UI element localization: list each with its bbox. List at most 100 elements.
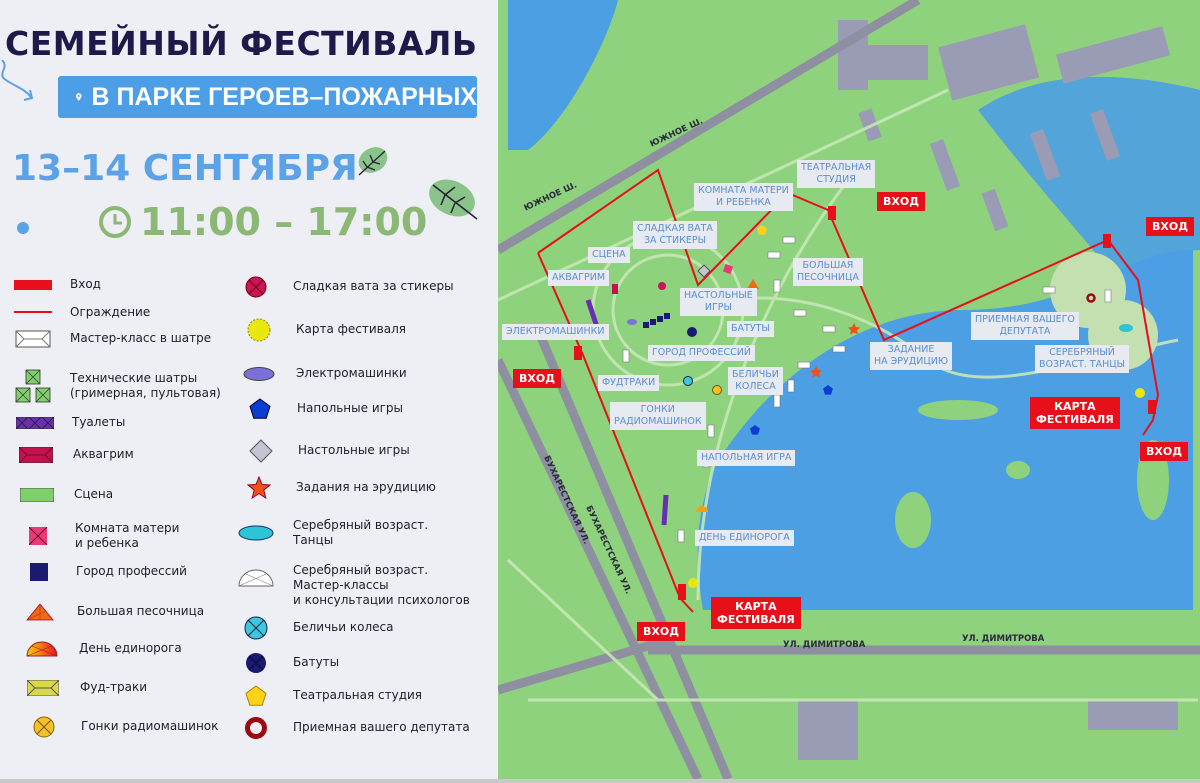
profession-city-icon: [30, 562, 48, 581]
theatre-studio-icon: [245, 684, 267, 706]
legend-label: Приемная вашего депутата: [293, 720, 470, 734]
legend-label: Электромашинки: [296, 366, 407, 380]
location-text: В ПАРКЕ ГЕРОЕВ–ПОЖАРНЫХ: [91, 82, 477, 111]
oak-leaf-icon: [429, 179, 478, 220]
legend-sandbox: Большая песочница: [26, 602, 205, 620]
legend-label: Батуты: [293, 655, 340, 669]
label-cotton-candy: СЛАДКАЯ ВАТА ЗА СТИКЕРЫ: [633, 221, 717, 249]
arrow-decoration-icon: [1, 60, 34, 101]
legend-label: Аквагрим: [73, 447, 134, 461]
unicorn-day-icon: [26, 641, 58, 656]
info-panel: СЕМЕЙНЫЙ ФЕСТИВАЛЬ В ПАРКЕ ГЕРОЕВ–ПОЖАРН…: [0, 0, 498, 779]
label-floor-game: НАПОЛЬНАЯ ИГРА: [697, 450, 796, 466]
legend-label: Вход: [70, 277, 101, 291]
rc-racing-icon: [33, 716, 55, 737]
legend-squirrel-wheels: Беличьи колеса: [244, 616, 394, 639]
park-map: ТЕАТРАЛЬНАЯ СТУДИЯ КОМНАТА МАТЕРИ И РЕБЕ…: [493, 0, 1200, 781]
deputy-ring-icon: [245, 716, 267, 739]
legend-label: Задания на эрудицию: [296, 480, 436, 494]
entrance-label: ВХОД: [513, 369, 562, 388]
label-profession-city: ГОРОД ПРОФЕССИЙ: [648, 345, 755, 361]
legend-label: День единорога: [79, 641, 182, 655]
tent-icon: [15, 330, 51, 347]
oak-leaf-icon: [358, 147, 388, 176]
fence-line-icon: [14, 310, 52, 313]
clock-icon: [99, 206, 131, 238]
legend-label: Серебряный возраст. Мастер-классы и конс…: [293, 563, 470, 607]
festival-dates: 13–14 СЕНТЯБРЯ: [12, 148, 358, 189]
label-food-trucks: ФУДТРАКИ: [598, 375, 660, 391]
legend-floor-games: Напольные игры: [249, 397, 404, 419]
electric-cars-icon: [243, 366, 275, 381]
legend-face-painting: Аквагрим: [19, 446, 134, 463]
toilets-icon: [16, 416, 54, 429]
label-sandbox: БОЛЬШАЯ ПЕСОЧНИЦА: [793, 258, 863, 286]
location-pin-icon: [76, 93, 82, 101]
roads: [493, 0, 1200, 781]
legend-rc-racing: Гонки радиомашинок: [33, 716, 219, 737]
label-theatre-studio: ТЕАТРАЛЬНАЯ СТУДИЯ: [797, 160, 876, 188]
legend-label: Карта фестиваля: [296, 322, 406, 336]
label-silver-age-dances: СЕРЕБРЯНЫЙ ВОЗРАСТ. ТАНЦЫ: [1035, 345, 1129, 373]
location-banner: В ПАРКЕ ГЕРОЕВ–ПОЖАРНЫХ: [58, 76, 477, 118]
legend-tech-tents: Технические шатры (гримерная, пультовая): [15, 369, 221, 403]
legend-festival-map: Карта фестиваля: [247, 318, 406, 341]
sandbox-icon: [26, 602, 54, 620]
label-face-painting: АКВАГРИМ: [548, 270, 610, 286]
street-label-dimitrova: УЛ. ДИМИТРОВА: [783, 640, 866, 650]
legend-label: Гонки радиомашинок: [81, 719, 219, 733]
tech-tents-icon: [15, 369, 51, 403]
workshop-half-circle-icon: [238, 569, 274, 587]
squirrel-wheel-icon: [244, 616, 268, 639]
legend-profession-city: Город профессий: [30, 562, 187, 581]
legend-label: Сцена: [74, 487, 114, 501]
lake: [697, 250, 1193, 610]
cotton-candy-icon: [245, 276, 267, 297]
legend-label: Технические шатры (гримерная, пультовая): [70, 371, 221, 400]
star-icon: [247, 475, 271, 499]
board-games-icon: [249, 438, 273, 463]
entrance-markers: [574, 206, 1156, 600]
label-rc-racing: ГОНКИ РАДИОМАШИНОК: [610, 402, 706, 430]
legend-label: Театральная студия: [293, 688, 423, 702]
food-truck-icon: [27, 679, 59, 696]
face-painting-icon: [19, 446, 53, 463]
legend-label: Серебряный возраст. Танцы: [293, 518, 429, 547]
map-markers: [585, 225, 1145, 588]
legend-label: Большая песочница: [77, 604, 205, 618]
time-text: 11:00 – 17:00: [140, 200, 428, 244]
legend-label: Сладкая вата за стикеры: [293, 279, 454, 293]
street-label-dimitrova: УЛ. ДИМИТРОВА: [962, 634, 1045, 644]
legend-label: Напольные игры: [297, 401, 404, 415]
legend-label: Настольные игры: [298, 443, 410, 457]
buildings: [798, 20, 1178, 760]
festival-map-label: КАРТА ФЕСТИВАЛЯ: [1030, 397, 1120, 429]
label-deputy-office: ПРИЕМНАЯ ВАШЕГО ДЕПУТАТА: [971, 312, 1079, 340]
legend-cotton-candy: Сладкая вата за стикеры: [245, 276, 454, 297]
poster-title: СЕМЕЙНЫЙ ФЕСТИВАЛЬ: [5, 24, 478, 63]
legend-label: Мастер-класс в шатре: [70, 331, 212, 345]
legend-label: Туалеты: [72, 415, 126, 429]
mother-child-room-icon: [29, 527, 47, 545]
legend-label: Город профессий: [76, 564, 187, 578]
legend-label: Ограждение: [70, 305, 151, 319]
legend-tent-workshop: Мастер-класс в шатре: [15, 330, 212, 347]
legend-stage: Сцена: [20, 487, 114, 502]
festival-map-icon: [247, 318, 271, 341]
legend-label: Беличьи колеса: [293, 620, 394, 634]
legend-unicorn-day: День единорога: [26, 641, 182, 656]
festival-map-label: КАРТА ФЕСТИВАЛЯ: [711, 597, 801, 629]
dances-icon: [238, 525, 274, 541]
label-stage: СЦЕНА: [588, 247, 630, 263]
legend-board-games: Настольные игры: [249, 438, 410, 463]
legend-silver-age-dances: Серебряный возраст. Танцы: [238, 518, 429, 548]
trampoline-icon: [246, 652, 266, 673]
legend-food-trucks: Фуд-траки: [27, 679, 148, 696]
legend-theatre-studio: Театральная студия: [245, 684, 423, 706]
legend-silver-age-workshops: Серебряный возраст. Мастер-классы и конс…: [238, 563, 470, 608]
label-trampolines: БАТУТЫ: [727, 321, 774, 337]
label-board-games: НАСТОЛЬНЫЕ ИГРЫ: [680, 288, 757, 316]
legend-entrance: Вход: [14, 277, 101, 292]
legend-label: Фуд-траки: [80, 680, 148, 694]
